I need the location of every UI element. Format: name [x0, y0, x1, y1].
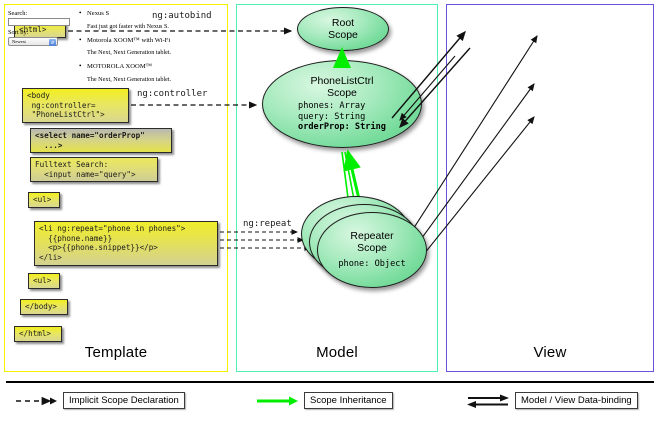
legend-label-databinding: Model / View Data-binding [515, 392, 638, 409]
scope-prop-query: query: String [298, 111, 366, 122]
list-item: Nexus S Fast just got faster with Nexus … [78, 9, 202, 30]
scope-prop-phone: phone: Object [338, 259, 406, 270]
green-arrow-icon [257, 396, 298, 405]
list-item: Motorola XOOM™ with Wi-Fi The Next, Next… [78, 36, 202, 57]
scope-prop-orderprop: orderProp: String [298, 122, 386, 133]
search-input[interactable] [8, 18, 70, 27]
scope-root-title-1: Root [331, 16, 355, 29]
scope-repeater-props: phone: Object [338, 259, 405, 269]
scope-repeater-title-1: Repeater [350, 230, 394, 243]
search-label: Search: [8, 10, 28, 17]
scope-prop-phones: phones: Array [298, 101, 366, 112]
sort-select[interactable]: Newest ⇵ [8, 37, 58, 47]
phone-snippet: The Next, Next Generation tablet. [87, 49, 172, 57]
code-box-html-close: </html> [14, 326, 62, 342]
scope-phonelistctrl-title-2: Scope [327, 87, 357, 100]
panel-view [446, 4, 654, 372]
scope-phonelistctrl: PhoneListCtrl Scope phones: Array query:… [262, 60, 422, 148]
panel-title-template: Template [84, 344, 148, 361]
chevron-updown-icon: ⇵ [49, 39, 56, 47]
scope-root-title-2: Scope [328, 29, 358, 41]
edge-label-ng-controller: ng:controller [137, 89, 208, 99]
code-box-li-ngrepeat: <li ng:repeat="phone in phones"> {{phone… [34, 221, 218, 266]
double-arrow-icon [467, 394, 509, 408]
dashed-arrow-icon [16, 396, 57, 405]
sort-label: Sort by: [8, 29, 29, 37]
code-box-ul-open: <ul> [28, 192, 60, 208]
phone-name[interactable]: MOTOROLA XOOM™ [78, 62, 202, 71]
panel-title-model: Model [316, 344, 358, 361]
scope-phonelistctrl-title-1: PhoneListCtrl [310, 75, 374, 88]
phone-name[interactable]: Nexus S [78, 9, 202, 18]
edge-label-ng-autobind: ng:autobind [152, 11, 212, 21]
panel-title-view: View [533, 344, 567, 361]
edge-label-ng-repeat: ng:repeat [243, 219, 292, 229]
code-box-ul-close: <ul> [28, 273, 60, 289]
legend-item-inheritance: Scope Inheritance [255, 392, 393, 409]
sort-select-value: Newest [12, 39, 26, 45]
code-box-body-close: </body> [20, 299, 68, 315]
code-box-fulltext-search: Fulltext Search: <input name="query"> [30, 157, 158, 183]
scope-root: Root Scope [297, 7, 389, 51]
legend-label-implicit: Implicit Scope Declaration [63, 392, 185, 409]
legend-label-inheritance: Scope Inheritance [304, 392, 393, 409]
code-box-body-controller: <body ng:controller= "PhoneListCtrl"> [22, 88, 129, 124]
legend-divider [6, 381, 654, 383]
legend-item-implicit: Implicit Scope Declaration [14, 392, 185, 409]
scope-phonelistctrl-props: phones: Array query: String orderProp: S… [298, 101, 386, 132]
list-item: MOTOROLA XOOM™ The Next, Next Generation… [78, 62, 202, 83]
legend-item-databinding: Model / View Data-binding [466, 392, 638, 409]
code-box-select-orderprop: <select name="orderProp" ...> [30, 128, 172, 154]
scope-repeater: Repeater Scope phone: Object [317, 212, 427, 288]
phone-snippet: The Next, Next Generation tablet. [87, 75, 172, 83]
phone-list: Nexus S Fast just got faster with Nexus … [78, 9, 202, 90]
phone-name[interactable]: Motorola XOOM™ with Wi-Fi [78, 36, 202, 45]
view-search-form: Search: Sort by: Newest ⇵ [8, 10, 76, 47]
phone-snippet: Fast just got faster with Nexus S. [87, 22, 169, 30]
scope-repeater-title-2: Scope [357, 242, 387, 255]
